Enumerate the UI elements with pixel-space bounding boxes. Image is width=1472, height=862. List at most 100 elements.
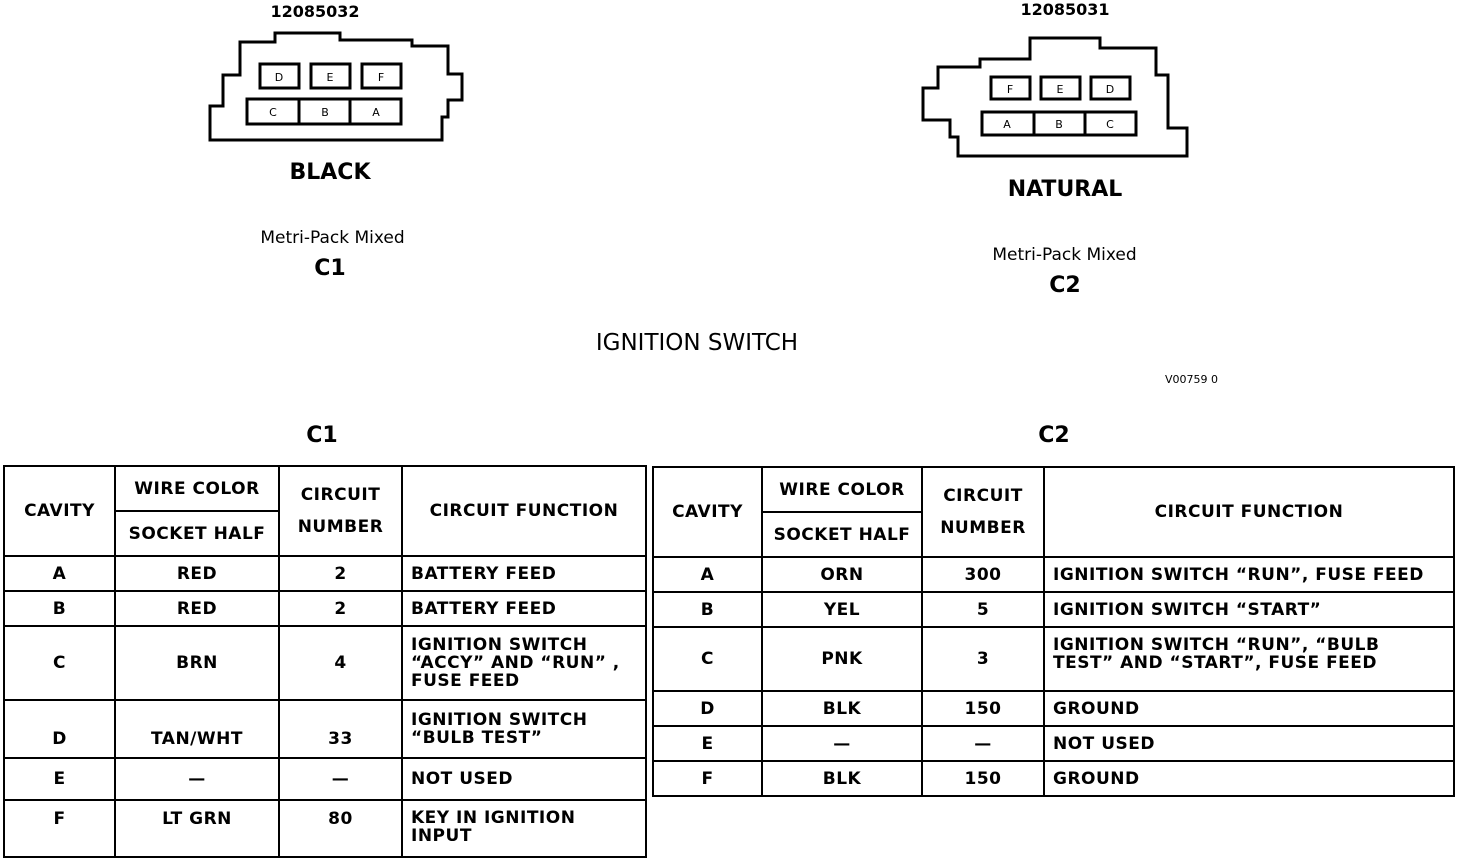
c2-cavity-row-bottom <box>980 110 1138 137</box>
table-row: D BLK 150 GROUND <box>652 690 1455 727</box>
c2-cavity-e-label: E <box>1057 83 1064 96</box>
c1-cell-circuit: 2 <box>278 555 403 592</box>
c1-header-circuit: CIRCUIT <box>300 485 381 505</box>
c1-cell-color: TAN/WHT <box>114 699 280 759</box>
figure-code: V00759 0 <box>1165 373 1219 386</box>
table-row: F LT GRN 80 KEY IN IGNITION INPUT <box>3 799 647 858</box>
c2-cell-cavity: D <box>652 690 763 727</box>
c2-cell-cavity: C <box>652 626 763 692</box>
table-row: C BRN 4 IGNITION SWITCH “ACCY” AND “RUN”… <box>3 625 647 701</box>
c2-cell-circuit: 5 <box>921 591 1045 628</box>
c1-cavity-row-top <box>258 62 403 90</box>
c2-cell-color: YEL <box>761 591 923 628</box>
c2-cell-circuit: — <box>921 725 1045 762</box>
table-row: E — — NOT USED <box>3 757 647 801</box>
c1-header-cavity: CAVITY <box>3 465 116 557</box>
c1-cell-cavity: F <box>3 799 116 858</box>
c2-cell-cavity: F <box>652 760 763 797</box>
c2-cavity-b-label: B <box>1055 118 1063 131</box>
c1-cell-circuit: 2 <box>278 590 403 627</box>
c1-cell-circuit: 4 <box>278 625 403 701</box>
c2-header-circuit: CIRCUIT <box>943 486 1023 506</box>
c2-cell-function: NOT USED <box>1043 725 1455 762</box>
c2-part-number: 12085031 <box>1020 0 1110 19</box>
c1-housing-color: BLACK <box>289 160 371 185</box>
table-row: D TAN/WHT 33 IGNITION SWITCH “BULB TEST” <box>3 699 647 759</box>
c2-cell-circuit: 300 <box>921 556 1045 593</box>
c2-cell-function: IGNITION SWITCH “START” <box>1043 591 1455 628</box>
c1-connector-face: D E F C B A <box>208 31 464 142</box>
c2-pinout-table: CAVITY WIRE COLOR CIRCUIT NUMBER CIRCUIT … <box>652 466 1455 797</box>
c1-cell-function: KEY IN IGNITION INPUT <box>401 799 647 858</box>
c1-cavity-c-label: C <box>269 106 277 119</box>
c1-header-circuit-number: CIRCUIT NUMBER <box>278 465 403 557</box>
c1-cavity-row-bottom <box>245 97 403 126</box>
c2-cell-circuit: 150 <box>921 690 1045 727</box>
c2-header-circuit-number: CIRCUIT NUMBER <box>921 466 1045 558</box>
c2-cell-cavity: E <box>652 725 763 762</box>
c2-cell-function: IGNITION SWITCH “RUN”, “BULB TEST” AND “… <box>1043 626 1455 692</box>
c2-cell-color: ORN <box>761 556 923 593</box>
c1-cavity-b-label: B <box>321 106 329 119</box>
c1-cell-color: RED <box>114 555 280 592</box>
c1-cell-circuit: — <box>278 757 403 801</box>
table-row: B RED 2 BATTERY FEED <box>3 590 647 627</box>
c1-cell-function: BATTERY FEED <box>401 590 647 627</box>
c2-cell-function: IGNITION SWITCH “RUN”, FUSE FEED <box>1043 556 1455 593</box>
c1-cell-circuit: 80 <box>278 799 403 858</box>
c1-cavity-d-label: D <box>275 71 283 84</box>
c2-cavity-a-label: A <box>1003 118 1011 131</box>
c2-series: Metri-Pack Mixed <box>992 245 1137 265</box>
table-row: F BLK 150 GROUND <box>652 760 1455 797</box>
c1-cell-cavity: A <box>3 555 116 592</box>
c1-cavity-f-label: F <box>378 71 384 84</box>
c1-cell-function: IGNITION SWITCH “BULB TEST” <box>401 699 647 759</box>
table-row: A RED 2 BATTERY FEED <box>3 555 647 592</box>
table-row: E — — NOT USED <box>652 725 1455 762</box>
c2-cell-function: GROUND <box>1043 690 1455 727</box>
c1-cell-cavity: C <box>3 625 116 701</box>
c2-cavity-f-label: F <box>1007 83 1013 96</box>
c2-cell-circuit: 150 <box>921 760 1045 797</box>
c2-header-socket-half: SOCKET HALF <box>761 511 923 558</box>
c1-cell-color: LT GRN <box>114 799 280 858</box>
c2-cell-color: PNK <box>761 626 923 692</box>
c1-connector-id: C1 <box>314 256 346 281</box>
c2-connector-id: C2 <box>1049 273 1081 298</box>
c2-cavity-row-top <box>989 75 1132 101</box>
c2-cavity-c-label: C <box>1106 118 1114 131</box>
c2-header-number: NUMBER <box>940 518 1026 538</box>
c1-part-number: 12085032 <box>270 2 360 21</box>
c2-header-wire-color: WIRE COLOR <box>761 466 923 513</box>
c1-cavity-a-label: A <box>372 106 380 119</box>
table-row: B YEL 5 IGNITION SWITCH “START” <box>652 591 1455 628</box>
c2-cell-cavity: A <box>652 556 763 593</box>
c2-table-caption: C2 <box>1038 423 1070 448</box>
c2-header-cavity: CAVITY <box>652 466 763 558</box>
c2-cell-color: — <box>761 725 923 762</box>
c1-cell-function: NOT USED <box>401 757 647 801</box>
diagram-title: IGNITION SWITCH <box>595 330 799 356</box>
c2-cell-function: GROUND <box>1043 760 1455 797</box>
c1-header-wire-color: WIRE COLOR <box>114 465 280 512</box>
c1-cell-cavity: B <box>3 590 116 627</box>
c1-cell-cavity: D <box>3 699 116 759</box>
c2-connector-face: F E D A B C <box>921 36 1189 158</box>
c1-cell-function: BATTERY FEED <box>401 555 647 592</box>
c1-cell-function: IGNITION SWITCH “ACCY” AND “RUN” , FUSE … <box>401 625 647 701</box>
table-row: C PNK 3 IGNITION SWITCH “RUN”, “BULB TES… <box>652 626 1455 692</box>
c1-header-socket-half: SOCKET HALF <box>114 510 280 557</box>
c1-table-caption: C1 <box>306 423 338 448</box>
c2-cell-circuit: 3 <box>921 626 1045 692</box>
c2-header-function: CIRCUIT FUNCTION <box>1043 466 1455 558</box>
c1-header-number: NUMBER <box>297 517 384 537</box>
c1-cell-circuit: 33 <box>278 699 403 759</box>
c2-housing-color: NATURAL <box>1007 177 1123 202</box>
c2-cell-color: BLK <box>761 760 923 797</box>
c1-cell-color: — <box>114 757 280 801</box>
c1-header-function: CIRCUIT FUNCTION <box>401 465 647 557</box>
c1-cavity-e-label: E <box>327 71 334 84</box>
c1-pinout-table: CAVITY WIRE COLOR CIRCUIT NUMBER CIRCUIT … <box>3 465 647 858</box>
c1-cell-cavity: E <box>3 757 116 801</box>
c1-cell-color: RED <box>114 590 280 627</box>
